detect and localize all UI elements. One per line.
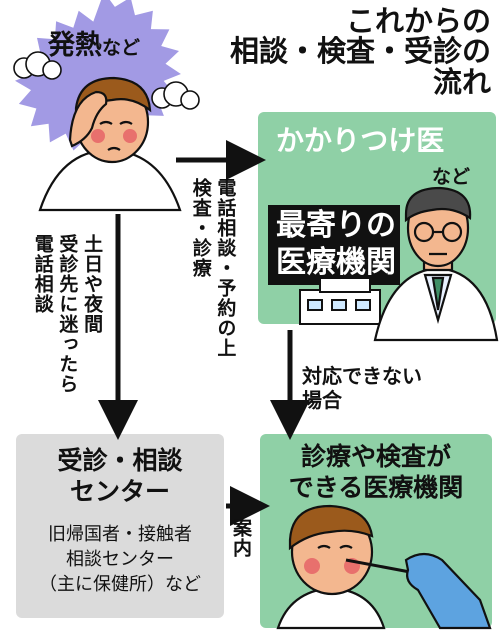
not-available-label: 対応できない 場合	[302, 364, 422, 413]
consult-center-body: 旧帰国者・接触者 相談センター （主に保健所）など	[16, 522, 224, 598]
not-available-line-2: 場合	[302, 388, 342, 413]
title-line-1: これからの	[345, 4, 491, 38]
weekend-night-line-1: 土日や夜間	[81, 234, 104, 334]
testing-facility-title: 診療や検査が できる医療機関	[260, 442, 492, 503]
phone-reservation-line-2: 検査・診療	[189, 178, 212, 278]
consult-center-body-line-3: （主に保健所）など	[39, 574, 201, 596]
flow-arrows	[98, 140, 310, 526]
nearest-facility-label: 最寄りの 医療機関	[276, 208, 396, 281]
nearest-line-2: 医療機関	[276, 244, 396, 280]
nearest-banner	[268, 205, 400, 285]
consult-center-title-line-2: センター	[69, 476, 170, 506]
consult-center-title-line-1: 受診・相談	[57, 446, 183, 475]
title-line-3: 流れ	[432, 64, 491, 99]
fever-label-suffix: など	[102, 37, 141, 59]
consult-center-body-line-1: 旧帰国者・接触者	[48, 524, 192, 545]
primary-care-title: かかりつけ医	[276, 124, 445, 157]
hospital-building	[299, 277, 381, 325]
fever-label: 発熱など	[48, 30, 140, 63]
primary-care-suffix: など	[432, 166, 471, 188]
guidance-label: 案内	[230, 518, 252, 558]
diagram-title: これからの 相談・検査・受診の 流れ	[229, 4, 491, 99]
test-patient-illustration	[276, 504, 492, 630]
cloud-shapes	[13, 51, 200, 110]
phone-reservation-label: 電話相談・予約の上 検査・診療	[188, 178, 237, 358]
weekend-night-label: 土日や夜間 受診先に迷ったら 電話相談	[30, 234, 104, 394]
not-available-line-1: 対応できない	[302, 364, 422, 388]
nearest-line-1: 最寄りの	[276, 208, 396, 243]
fever-label-main: 発熱	[48, 30, 102, 61]
doctor-illustration	[373, 186, 499, 342]
weekend-night-line-3: 電話相談	[31, 234, 54, 314]
weekend-night-line-2: 受診先に迷ったら	[56, 234, 79, 394]
testing-facility-line-2: できる医療機関	[288, 472, 464, 502]
consult-center-body-line-2: 相談センター	[66, 549, 174, 571]
phone-reservation-line-1: 電話相談・予約の上	[214, 178, 237, 358]
consult-center-box	[16, 434, 224, 618]
testing-facility-line-1: 診療や検査が	[300, 442, 451, 471]
consult-center-title: 受診・相談 センター	[16, 446, 224, 507]
title-line-2: 相談・検査・受診の	[229, 34, 491, 69]
sick-person-illustration	[38, 76, 182, 212]
